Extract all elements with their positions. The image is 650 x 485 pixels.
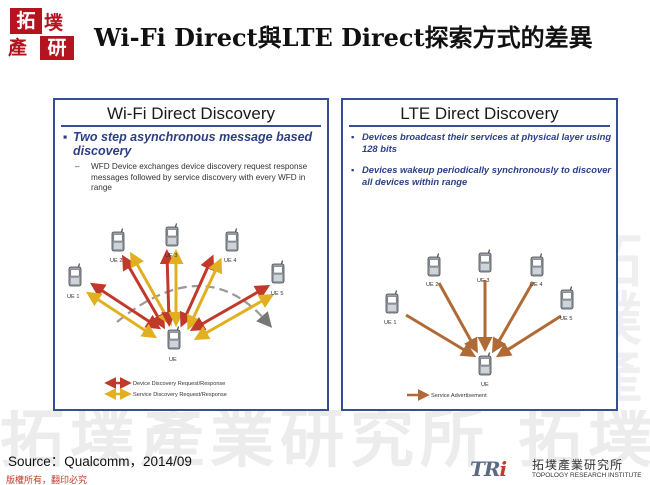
panel-title: Wi-Fi Direct Discovery	[106, 104, 276, 123]
lte-direct-diagram: UE 1 UE 2 UE 3 UE 4 UE 5 UE Service Adve…	[384, 249, 574, 401]
device-discovery-arrow	[89, 282, 162, 330]
bullet-label: Devices broadcast their services at phys…	[362, 131, 612, 154]
sub-bullet-text: – WFD Device exchanges device discovery …	[75, 162, 327, 194]
wifi-direct-diagram: UE 1 UE 2 UE 3 UE 4 UE 5 UE Device Disco…	[67, 223, 285, 400]
node-label: UE 1	[384, 320, 396, 326]
node-label: UE 5	[560, 316, 572, 322]
phone-icon	[427, 253, 441, 277]
brand-name-en: TOPOLOGY RESEARCH INSTITUTE	[532, 472, 642, 479]
title-divider	[349, 125, 610, 127]
tri-mark-i: i	[499, 457, 508, 481]
legend-label: Device Discovery Request/Response	[133, 381, 225, 387]
node-label: UE 3	[165, 253, 177, 259]
legend-label: Service Advertisement	[431, 393, 487, 399]
bullet-text: ▪ Devices broadcast their services at ph…	[351, 131, 613, 155]
panel-title: LTE Direct Discovery	[400, 104, 559, 123]
service-advertisement-arrow	[405, 313, 477, 358]
node-label: UE 5	[271, 291, 283, 297]
bullet-icon: ▪	[351, 164, 355, 175]
service-discovery-arrow	[193, 294, 275, 340]
lte-direct-panel: LTE Direct Discovery ▪ Devices broadcast…	[341, 98, 618, 411]
phone-icon	[478, 249, 492, 273]
title-divider	[61, 125, 321, 127]
phone-icon	[167, 326, 181, 350]
phone-icon	[530, 253, 544, 277]
node-label: UE 2	[426, 282, 438, 288]
device-discovery-arrow	[159, 249, 177, 327]
brand-name-zh: 拓墣產業研究所	[532, 458, 624, 472]
copyright-notice: 版權所有，翻印必究	[6, 475, 88, 485]
phone-icon	[111, 228, 125, 252]
brand-logo: TRi 拓墣產業研究所 TOPOLOGY RESEARCH INSTITUTE	[470, 455, 646, 483]
node-label: UE 4	[530, 282, 542, 288]
phone-icon	[385, 290, 399, 314]
bullet-label: Two step asynchronous message based disc…	[73, 130, 313, 158]
bullet-label: Devices wakeup periodically synchronousl…	[362, 164, 612, 187]
service-discovery-arrow	[85, 291, 158, 339]
tri-logo-mark: TRi	[470, 457, 508, 481]
node-label: UE 2	[110, 258, 122, 264]
bullet-text: ▪ Devices wakeup periodically synchronou…	[351, 164, 613, 188]
logo-char: 產	[8, 37, 28, 59]
sub-bullet-label: WFD Device exchanges device discovery re…	[91, 162, 308, 192]
device-discovery-arrow	[121, 254, 166, 330]
service-advertisement-arrow	[437, 282, 478, 354]
tri-mark-letters: TR	[470, 457, 500, 481]
bullet-icon: ▪	[63, 130, 68, 144]
phone-icon	[560, 286, 574, 310]
node-label: UE 1	[67, 294, 79, 300]
node-label: UE 3	[477, 278, 489, 284]
node-label: UE	[169, 357, 177, 363]
slide-title: Wi-Fi Direct與LTE Direct探索方式的差異	[94, 23, 593, 52]
phone-icon	[225, 228, 239, 252]
dash-icon: –	[75, 162, 80, 171]
phone-icon	[165, 223, 179, 247]
logo: 拓 墣 產 研	[6, 6, 80, 64]
phone-icon	[271, 260, 285, 284]
node-label: UE	[481, 382, 489, 388]
phone-icon	[478, 352, 492, 376]
bullet-text: ▪ Two step asynchronous message based di…	[63, 130, 325, 158]
phone-icon	[68, 263, 82, 287]
service-discovery-arrow	[130, 251, 172, 327]
logo-char: 墣	[44, 12, 64, 34]
wifi-direct-panel: Wi-Fi Direct Discovery ▪ Two step asynch…	[53, 98, 329, 411]
logo-char: 拓	[10, 8, 42, 34]
service-advertisement-arrow	[495, 314, 562, 358]
legend-label: Service Discovery Request/Response	[133, 392, 227, 398]
watermark-band: 拓墣產業研究所 拓墣產業研究所	[0, 410, 650, 470]
service-advertisement-arrow	[492, 281, 535, 354]
source-caption: Source：Qualcomm，2014/09	[8, 454, 192, 469]
logo-char: 研	[40, 36, 74, 60]
bullet-icon: ▪	[351, 131, 355, 142]
node-label: UE 4	[224, 258, 236, 264]
